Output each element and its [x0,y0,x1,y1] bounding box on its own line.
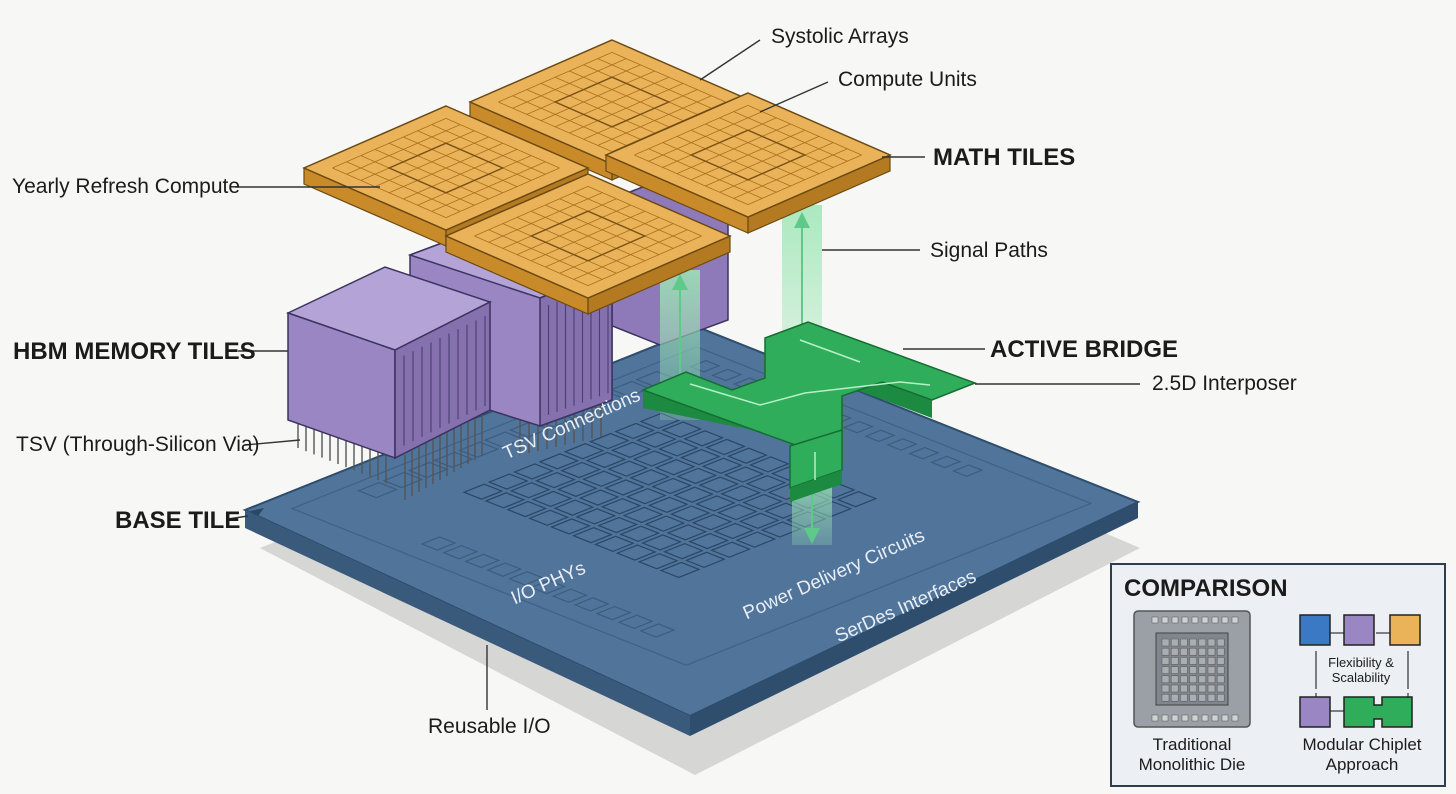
comparison-figures [1133,610,1421,728]
label-systolic-arrays: Systolic Arrays [771,25,909,48]
base-tile-grid [290,346,1093,666]
chiplet-block-purple-2 [1299,696,1331,728]
hbm-memory-stack-1 [286,266,492,460]
comparison-flexibility-label: Flexibility & Scalability [1328,655,1394,685]
label-compute-units: Compute Units [838,68,977,91]
label-tsv: TSV (Through-Silicon Via) [16,433,260,456]
label-base-tile: BASE TILE [115,507,241,534]
comparison-panel: COMPARISON Flexibility & Scalability Tra… [1110,563,1446,787]
label-yearly-refresh-compute: Yearly Refresh Compute [12,175,241,198]
leader-lines [227,39,1140,710]
label-signal-paths: Signal Paths [930,239,1048,262]
label-reusable-io: Reusable I/O [428,715,551,738]
comparison-traditional-label: Traditional Monolithic Die [1138,735,1246,774]
label-active-bridge: ACTIVE BRIDGE [990,336,1179,363]
comparison-title: COMPARISON [1124,575,1288,602]
label-math-tiles: MATH TILES [933,144,1076,171]
math-tile-right [604,92,892,234]
chiplet-block-orange [1389,614,1421,646]
monolithic-die-icon [1133,610,1251,728]
chiplet-block-purple [1343,614,1375,646]
label-2-5d-interposer: 2.5D Interposer [1152,372,1297,395]
chiplet-bridge-green [1343,696,1413,728]
comparison-modular-label: Modular Chiplet Approach [1302,735,1422,774]
tsv-pins [297,402,602,500]
chiplet-block-blue [1299,614,1331,646]
math-tile-front [444,173,732,315]
label-hbm-memory-tiles: HBM MEMORY TILES [13,338,256,365]
active-bridge [640,321,978,502]
